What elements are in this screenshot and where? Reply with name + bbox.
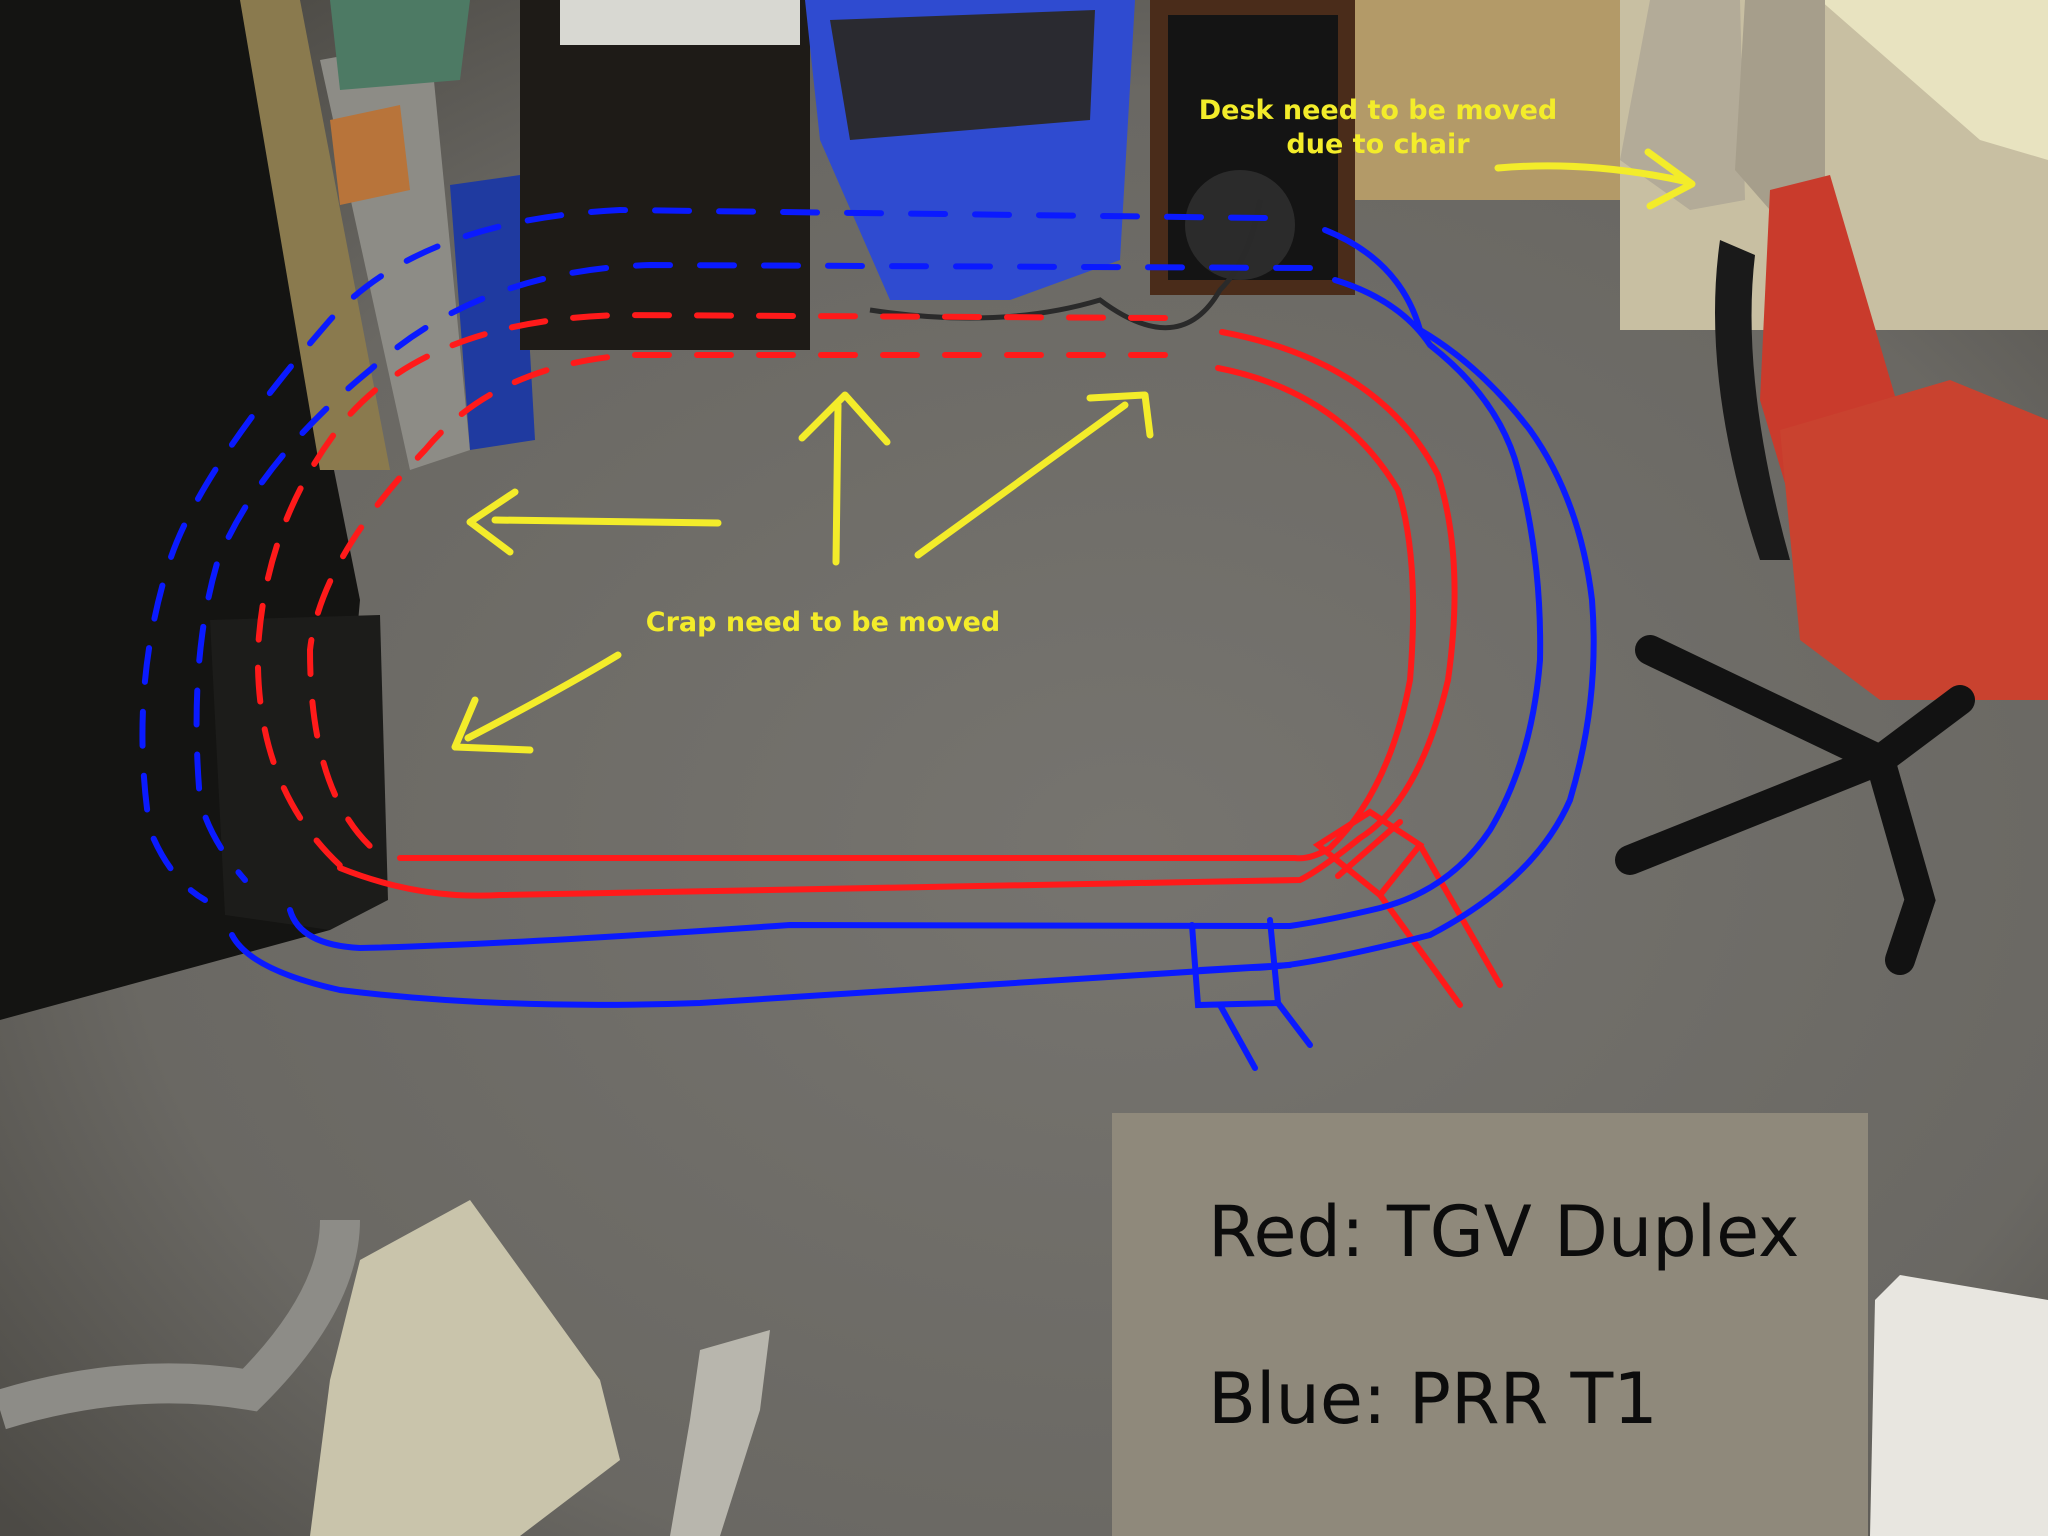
red-track (254, 311, 1503, 1008)
blue-track-solid-inner (287, 277, 1544, 952)
legend-blue-label: Blue: PRR T1 (1208, 1358, 1658, 1440)
red-track-switch (1312, 808, 1503, 1008)
speaker-cone (1185, 170, 1295, 280)
desk-note: Desk need to be moved due to chair (1168, 94, 1588, 162)
dark-bag (210, 615, 388, 930)
red-track-dashed-outer (254, 311, 1168, 873)
red-track-solid-outer (337, 329, 1458, 899)
red-track-dashed-inner (306, 352, 1168, 851)
vacuum-body (310, 1200, 620, 1536)
cardboard-panel (240, 0, 390, 470)
desk-note-line-2: due to chair (1286, 129, 1470, 160)
blue-track-solid-outer (229, 227, 1597, 1008)
legend-red-label: Red: TGV Duplex (1208, 1191, 1800, 1273)
bin-contents (830, 10, 1095, 140)
blue-track-dashed-outer (139, 206, 1268, 903)
red-track-solid-inner (397, 365, 1417, 862)
arrow-downleft-icon (451, 651, 622, 754)
white-box-right (1870, 1275, 2048, 1536)
legend-box: Red: TGV Duplex Blue: PRR T1 (1112, 1113, 1868, 1536)
crap-note: Crap need to be moved (645, 607, 1001, 638)
desk-top (1820, 0, 2048, 160)
arrow-up-icon (798, 391, 891, 566)
vacuum-hose (0, 1219, 360, 1430)
arrow-desk-icon (1494, 148, 1696, 210)
chair-armrest (1715, 240, 1790, 560)
blue-track (139, 206, 1597, 1071)
boot-right (1735, 0, 1825, 210)
blue-track-switch (1189, 917, 1313, 1071)
blue-track-dashed-inner (193, 261, 1313, 883)
vacuum-handle (670, 1330, 770, 1536)
chair-base (1615, 635, 1975, 975)
white-box (560, 0, 800, 45)
dark-box (520, 0, 810, 350)
green-cloth (330, 0, 470, 90)
arrow-left-icon (466, 488, 722, 556)
chair-seat (1780, 380, 2048, 700)
desk-note-line-1: Desk need to be moved (1198, 95, 1558, 126)
arrow-upright-icon (914, 391, 1154, 559)
annotation-arrows (451, 148, 1696, 754)
orange-label (330, 105, 410, 205)
